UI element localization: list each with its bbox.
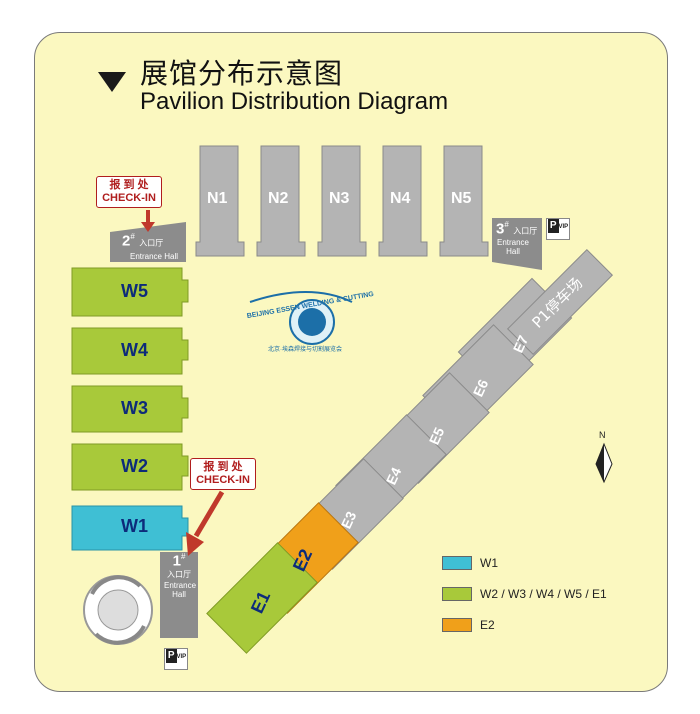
entrance-2-label: 2# 入口厅 Entrance Hall bbox=[122, 232, 186, 261]
legend-swatch-e2 bbox=[442, 618, 472, 632]
entrance-3-num: 3 bbox=[496, 220, 505, 238]
north-halls bbox=[195, 145, 489, 257]
north-compass-icon bbox=[595, 442, 613, 484]
legend: W1 W2 / W3 / W4 / W5 / E1 E2 bbox=[442, 556, 607, 632]
east-halls bbox=[206, 248, 614, 654]
vip-parking-vip-1: VIP bbox=[176, 654, 187, 660]
checkin-box-2: 报 到 处 CHECK-IN bbox=[96, 176, 162, 208]
checkin-cn-2: 报 到 处 bbox=[109, 179, 149, 191]
legend-item-w1: W1 bbox=[442, 556, 607, 570]
checkin-arrow-1 bbox=[186, 490, 225, 556]
entrance-3-sup: # bbox=[504, 220, 509, 229]
logo-icon bbox=[249, 291, 353, 345]
checkin-box-1: 报 到 处 CHECK-IN bbox=[190, 458, 256, 490]
hall-e1[interactable] bbox=[206, 542, 318, 654]
entrance-2-cn: 入口厅 bbox=[139, 238, 164, 248]
vip-parking-p-1: P bbox=[165, 649, 177, 663]
entrance-1-label: 1# 入口厅 Entrance Hall bbox=[160, 552, 198, 599]
legend-label-green: W2 / W3 / W4 / W5 / E1 bbox=[480, 587, 607, 601]
entrance-1-cn: 入口厅 bbox=[167, 570, 191, 580]
hall-n2[interactable] bbox=[256, 145, 306, 257]
hall-w1-label: W1 bbox=[121, 516, 148, 536]
hall-w5[interactable] bbox=[71, 267, 189, 317]
hall-n1-label: N1 bbox=[207, 190, 228, 207]
title-cn: 展馆分布示意图 bbox=[140, 57, 344, 90]
legend-label-w1: W1 bbox=[480, 556, 498, 570]
hall-n4[interactable] bbox=[378, 145, 428, 257]
entrance-1-en: Entrance Hall bbox=[164, 581, 197, 600]
hall-n1[interactable] bbox=[195, 145, 245, 257]
north-label: N bbox=[599, 430, 606, 440]
hall-n3[interactable] bbox=[317, 145, 367, 257]
parking-p1[interactable] bbox=[506, 248, 614, 356]
legend-swatch-w1 bbox=[442, 556, 472, 570]
hall-w2[interactable] bbox=[71, 443, 189, 491]
entrance-2-sup: # bbox=[130, 232, 135, 241]
hall-n4-label: N4 bbox=[390, 190, 411, 207]
checkin-arrow-2 bbox=[141, 210, 155, 232]
title-marker-icon bbox=[98, 72, 126, 92]
hall-w3-label: W3 bbox=[121, 398, 148, 418]
entrance-3-en: Entrance Hall bbox=[496, 238, 530, 257]
checkin-en-1: CHECK-IN bbox=[196, 474, 250, 486]
logo-sub: 北京·埃森焊接与切割展览会 bbox=[268, 347, 342, 353]
entrance-2-num: 2 bbox=[122, 232, 131, 250]
entrance-3-label: 3# 入口厅 Entrance Hall bbox=[496, 220, 540, 256]
hall-w4-label: W4 bbox=[121, 340, 148, 360]
entrance-2-hall[interactable] bbox=[110, 222, 186, 262]
hall-w5-label: W5 bbox=[121, 281, 148, 301]
entrance-3-hall[interactable] bbox=[492, 218, 542, 270]
legend-item-green: W2 / W3 / W4 / W5 / E1 bbox=[442, 587, 607, 601]
checkin-en-2: CHECK-IN bbox=[102, 192, 156, 204]
legend-label-e2: E2 bbox=[480, 618, 495, 632]
roundabout-icon bbox=[83, 575, 153, 645]
legend-item-e2: E2 bbox=[442, 618, 607, 632]
entrance-2-en: Entrance Hall bbox=[129, 252, 179, 262]
legend-swatch-green bbox=[442, 587, 472, 601]
hall-n5[interactable] bbox=[439, 145, 489, 257]
entrance-1-num: 1 bbox=[172, 552, 181, 570]
hall-n3-label: N3 bbox=[329, 190, 350, 207]
entrance-1-hall[interactable] bbox=[160, 552, 198, 638]
entrance-1-sup: # bbox=[180, 552, 186, 561]
vip-parking-p-3: P bbox=[547, 219, 559, 233]
west-halls bbox=[71, 267, 189, 551]
hall-n5-label: N5 bbox=[451, 190, 472, 207]
entrance-3-cn: 入口厅 bbox=[513, 226, 538, 236]
title-en: Pavilion Distribution Diagram bbox=[140, 88, 449, 115]
checkin-cn-1: 报 到 处 bbox=[203, 461, 243, 473]
hall-w4[interactable] bbox=[71, 327, 189, 375]
hall-n2-label: N2 bbox=[268, 190, 289, 207]
hall-w3[interactable] bbox=[71, 385, 189, 433]
hall-w2-label: W2 bbox=[121, 456, 148, 476]
vip-parking-vip-3: VIP bbox=[558, 224, 569, 230]
